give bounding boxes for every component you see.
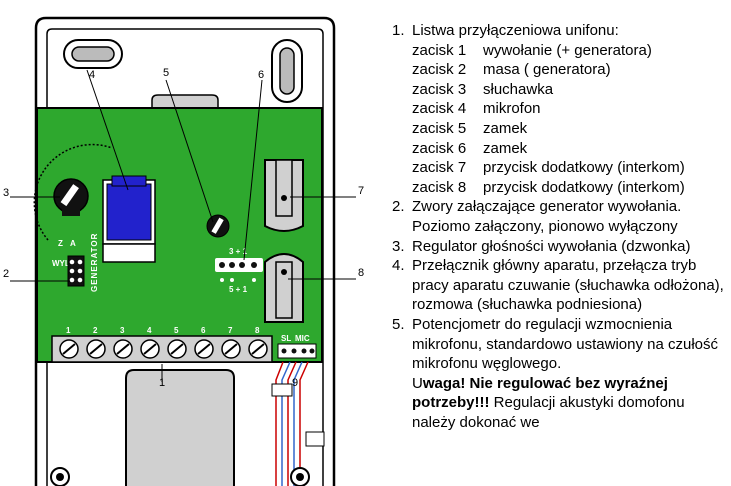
terminal-screw-slot	[170, 343, 184, 355]
terminal-screw-slot	[116, 343, 130, 355]
terminal-number: 8	[255, 326, 260, 335]
legend-number: 1.	[392, 22, 405, 39]
terminal-number: 2	[93, 326, 98, 335]
terminal-number: 6	[201, 326, 206, 335]
label-sl: SL	[281, 334, 291, 343]
jumper-bottom-labels: 5 + 1	[229, 285, 248, 294]
callout-3: 3	[3, 187, 9, 199]
legend-item-5-warning: Uwaga! Nie regulować bez wyraźnej potrze…	[412, 374, 685, 431]
label-a: A	[70, 239, 76, 248]
mic-connector	[277, 343, 317, 359]
mic-wires	[275, 361, 309, 486]
terminal-screw-slot	[224, 343, 238, 355]
callout-6: 6	[258, 69, 264, 81]
terminal-screws	[59, 339, 268, 359]
legend-item-3: 3. Regulator głośności wywołania (dzwonk…	[392, 237, 731, 257]
terminal-screw-slot	[251, 343, 265, 355]
callout-5: 5	[163, 67, 169, 79]
label-z: Z	[58, 239, 63, 248]
terminal-screw-slot	[143, 343, 157, 355]
legend-item-2-text: Zwory załączające generator wywołania. P…	[412, 198, 682, 235]
jumper-top-labels: 3 + 1	[229, 247, 248, 256]
legend-item-3-text: Regulator głośności wywołania (dzwonka)	[412, 237, 691, 255]
legend-item-5-text: Potencjometr do regulacji wzmocnienia mi…	[412, 315, 718, 373]
label-wyl: WYL	[52, 259, 70, 268]
main-switch-slider	[106, 183, 152, 241]
terminal-screw-slot	[197, 343, 211, 355]
top-tab	[151, 94, 219, 108]
legend-item-4-text: Przełącznik główny aparatu, przełącza tr…	[412, 257, 724, 314]
legend-item-5: 5. Potencjometr do regulacji wzmocnienia…	[392, 315, 731, 433]
callout-7: 7	[358, 185, 364, 197]
wire-clip	[305, 431, 325, 447]
terminal-screw-slot	[89, 343, 103, 355]
callout-9: 9	[292, 377, 298, 389]
terminal-number: 5	[174, 326, 179, 335]
housing-inner	[46, 28, 324, 486]
terminal-number: 4	[147, 326, 152, 335]
callout-1: 1	[159, 377, 165, 389]
legend-item-4: 4. Przełącznik główny aparatu, przełącza…	[392, 256, 731, 315]
callout-2: 2	[3, 268, 9, 280]
terminal-screw-slot	[62, 343, 76, 355]
legend-item-1-title: Listwa przyłączeniowa unifonu:	[412, 22, 619, 39]
regulator-arc	[33, 143, 113, 241]
legend: 1. Listwa przyłączeniowa unifonu: zacisk…	[392, 21, 731, 432]
callout-4: 4	[89, 69, 95, 81]
handset-cradle	[125, 369, 235, 486]
terminal-number: 7	[228, 326, 233, 335]
terminal-number: 3	[120, 326, 125, 335]
terminal-number-labels: 1 2 3 4 5 6 7 8	[66, 326, 260, 335]
legend-item-1: 1. Listwa przyłączeniowa unifonu: zacisk…	[392, 21, 731, 197]
label-mic: MIC	[295, 334, 310, 343]
legend-item-2: 2. Zwory załączające generator wywołania…	[392, 197, 731, 236]
terminal-number: 1	[66, 326, 71, 335]
pcb-board	[36, 107, 323, 363]
generator-label: GENERATOR	[90, 233, 99, 292]
callout-8: 8	[358, 267, 364, 279]
